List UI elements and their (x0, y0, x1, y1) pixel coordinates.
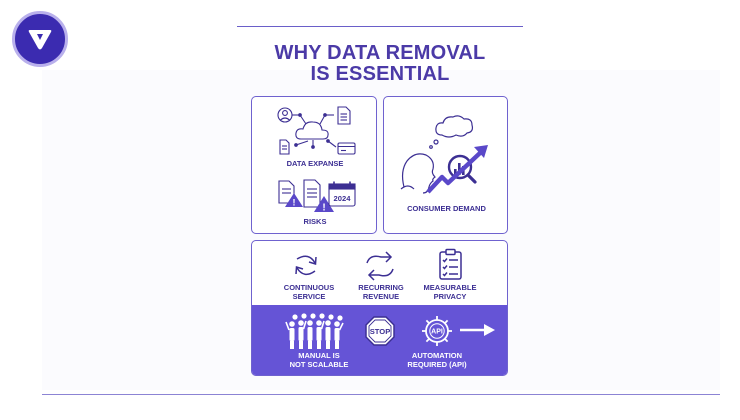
automation-line-2: REQUIRED (API) (407, 359, 467, 369)
recurring-revenue-label: RECURRING REVENUE (341, 283, 421, 301)
consumer-demand-label: CONSUMER DEMAND (407, 204, 486, 213)
consumer-demand-illustration (400, 115, 488, 194)
refresh-icon (295, 255, 317, 276)
crowd-icon (289, 313, 343, 349)
service-icons (295, 248, 462, 281)
data-expanse-risks-card: ! ! 2024 DATA EXPANSE RISKS (251, 96, 377, 234)
arrow-right-icon (460, 324, 495, 336)
warning-document-icon (278, 179, 321, 208)
automation-icons: STOP API (285, 313, 495, 349)
top-divider (237, 26, 523, 27)
continuous-line-2: SERVICE (292, 291, 326, 301)
continuous-line-1: CONTINUOUS (283, 283, 335, 292)
person-icon (277, 107, 293, 123)
title-line-1: WHY DATA REMOVAL (274, 42, 486, 64)
cloud-icon (295, 121, 329, 140)
automation-line-1: AUTOMATION (411, 351, 463, 360)
api-gear-icon (422, 316, 452, 346)
measurable-line-2: PRIVACY (433, 291, 467, 301)
measurable-line-1: MEASURABLE (423, 283, 477, 292)
stop-sign-text: STOP (370, 327, 391, 336)
manual-line-1: MANUAL IS (298, 351, 340, 360)
crowd-raised-arms (285, 320, 344, 331)
logo-icon (28, 30, 52, 50)
svg-text:!: ! (322, 203, 325, 214)
recurring-line-2: REVENUE (362, 291, 400, 301)
continuous-service-label: CONTINUOUS SERVICE (269, 283, 349, 301)
document-icon (337, 106, 351, 125)
calendar-year: 2024 (334, 194, 352, 203)
data-expanse-illustration: ! ! 2024 (277, 106, 356, 214)
manual-not-scalable-label: MANUAL IS NOT SCALABLE (279, 351, 359, 369)
title-line-2: IS ESSENTIAL (310, 63, 450, 85)
measurable-privacy-label: MEASURABLE PRIVACY (410, 283, 490, 301)
page-title: WHY DATA REMOVAL IS ESSENTIAL (237, 43, 523, 85)
risks-label: RISKS (303, 217, 327, 226)
thought-bubble-icon (435, 115, 474, 138)
clipboard-checklist-icon (439, 248, 462, 280)
svg-text:!: ! (293, 198, 296, 208)
manual-line-2: NOT SCALABLE (289, 359, 349, 369)
automation-required-label: AUTOMATION REQUIRED (API) (397, 351, 477, 369)
brand-logo[interactable] (12, 11, 68, 67)
automation-band: STOP API MANUAL IS NOT SCALABLE AUTOMATI… (252, 305, 507, 375)
warning-triangle-right: ! (314, 196, 334, 214)
data-expanse-label: DATA EXPANSE (286, 159, 344, 168)
warning-triangle-left: ! (285, 193, 303, 208)
trend-arrow-icon (426, 145, 488, 194)
consumer-demand-card: CONSUMER DEMAND (383, 96, 508, 234)
stop-sign-icon (365, 316, 395, 346)
calendar-icon (328, 181, 356, 207)
bottom-divider (42, 394, 720, 395)
credit-card-icon (337, 142, 356, 155)
recurring-line-1: RECURRING (358, 283, 404, 292)
repeat-icon (366, 251, 394, 281)
business-model-card: CONTINUOUS SERVICE RECURRING REVENUE MEA… (251, 240, 508, 376)
api-gear-text: API (431, 329, 443, 336)
